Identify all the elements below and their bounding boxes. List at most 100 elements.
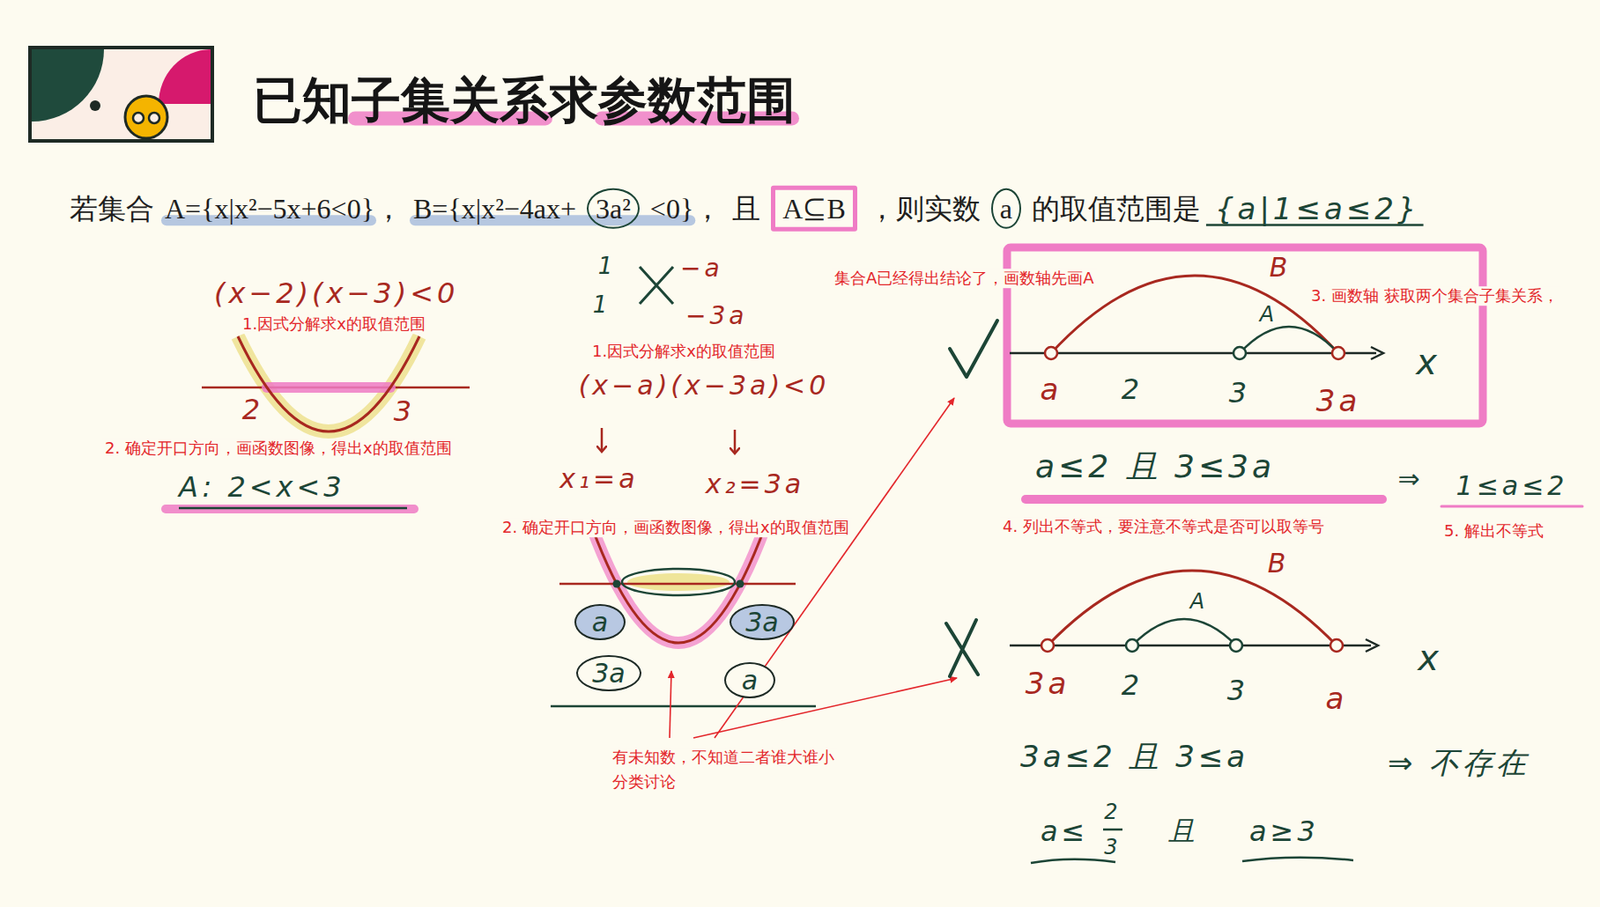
open-point	[1332, 347, 1345, 360]
problem-text: A={x|x²−5x+6<0}，	[164, 192, 403, 226]
interval-highlight	[266, 382, 391, 393]
note-text: 有未知数，不知道二者谁大谁小	[609, 748, 838, 768]
node-text: a	[1000, 192, 1013, 226]
node-text: A⊆B	[782, 192, 845, 226]
slide-title: 已知子集关系求参数范围	[252, 70, 796, 130]
underline	[165, 504, 415, 514]
result: 1≤a≤2	[1456, 470, 1569, 503]
axis-label: 3a	[1316, 383, 1361, 420]
underline	[1030, 859, 1116, 864]
note-text: 5. 解出不等式	[1441, 521, 1547, 541]
axis-name: x	[1415, 340, 1441, 384]
underline	[1025, 495, 1383, 504]
node-text: 3a	[592, 658, 625, 689]
set-label: B	[1267, 548, 1290, 580]
axis-label: 2	[1121, 668, 1143, 703]
check-mark	[949, 320, 998, 378]
underline	[1441, 505, 1583, 509]
note-text: 2. 确定开口方向，画函数图像，得出x的取值范围	[499, 518, 852, 538]
logo-eye	[148, 112, 160, 124]
result: ⇒ 不存在	[1387, 745, 1530, 782]
axis-name: x	[1417, 637, 1443, 680]
problem-text: 的取值范围是	[1031, 192, 1201, 226]
set-arc	[1132, 619, 1237, 646]
open-point	[1330, 639, 1343, 652]
implies-sign: ⇒	[1397, 463, 1423, 496]
node-text: 3a	[745, 607, 778, 638]
axis-label: 2	[1121, 372, 1143, 407]
circled-term: a	[991, 188, 1022, 230]
axis-label: 3	[1229, 376, 1251, 410]
problem-text: 且	[732, 192, 761, 226]
underline	[178, 507, 408, 511]
parabola	[237, 336, 420, 432]
node-text: 3a²	[595, 192, 631, 226]
open-point	[1125, 639, 1139, 652]
cross-mark	[946, 620, 978, 677]
axis-label: 3a	[1025, 666, 1070, 703]
handwritten-math: x₁=a	[559, 463, 638, 496]
number-line	[1009, 352, 1377, 356]
open-point	[1041, 639, 1054, 652]
logo-dot	[89, 100, 101, 112]
answer-text: {a|1≤a≤2}	[1214, 191, 1421, 228]
axis-label: a	[1040, 371, 1063, 408]
highlight-box: A⊆B	[770, 185, 857, 232]
axis-arrow	[1370, 347, 1384, 360]
handwritten-math: (x−2)(x−3)<0	[214, 276, 459, 311]
open-point	[1229, 639, 1243, 652]
interval-ring	[622, 569, 735, 596]
curve-highlight	[237, 336, 420, 432]
cross-lines	[639, 266, 674, 304]
note-text: 2. 确定开口方向，画函数图像，得出x的取值范围	[102, 438, 455, 459]
node-text: a	[741, 665, 758, 697]
logo-shape	[158, 49, 211, 104]
handwritten-math: x₂=3a	[705, 468, 805, 501]
down-arrow	[600, 428, 604, 452]
note-text: 分类讨论	[609, 772, 679, 793]
axis-label: 2	[242, 392, 264, 427]
handwritten-math: (x−a)(x−3a)<0	[578, 370, 830, 402]
inequality: a≤	[1040, 814, 1089, 849]
inequality: 3a≤2 且 3≤a	[1020, 739, 1249, 776]
open-point	[1233, 347, 1246, 360]
underline	[1242, 858, 1354, 862]
set-label: A	[1259, 302, 1278, 328]
set-arc	[1047, 570, 1337, 646]
note-text: 1.因式分解求x的取值范围	[589, 341, 778, 362]
open-point	[1044, 347, 1058, 360]
interval-highlight	[627, 573, 730, 592]
axis-label: a	[1325, 681, 1349, 718]
fraction-digit: 3	[1103, 835, 1121, 861]
conjunction: 且	[1168, 815, 1199, 848]
cross-term: 1	[592, 291, 612, 319]
fraction-digit: 2	[1103, 800, 1121, 826]
root-dot	[613, 580, 622, 589]
cross-term: 1	[598, 252, 617, 281]
logo-frame	[29, 47, 213, 141]
logo-eye	[133, 112, 144, 124]
circled-root: a	[724, 662, 776, 699]
problem-text: 若集合	[69, 192, 155, 226]
number-line	[1009, 644, 1371, 648]
cross-term: −a	[680, 253, 724, 284]
x-axis	[559, 583, 796, 586]
logo-shape	[31, 49, 104, 122]
axis-label: 3	[1227, 674, 1249, 708]
inequality: a≥3	[1249, 814, 1319, 849]
note-text: 集合A已经得出结论了，画数轴先画A	[831, 268, 1097, 289]
circled-root: a	[574, 604, 626, 641]
circled-term: 3a²	[586, 188, 640, 230]
axis-label: 3	[393, 394, 415, 429]
logo-face	[125, 96, 168, 139]
cross-term: −3a	[685, 301, 748, 332]
note-text: 1.因式分解求x的取值范围	[239, 314, 429, 334]
axis-arrow	[1365, 639, 1378, 652]
fraction-bar	[1103, 829, 1123, 832]
leader-arrow	[669, 671, 672, 739]
set-arc	[1239, 326, 1339, 354]
node-text: a	[592, 607, 608, 638]
root-dot	[736, 580, 745, 589]
inequality: a≤2 且 3≤3a	[1035, 447, 1275, 486]
